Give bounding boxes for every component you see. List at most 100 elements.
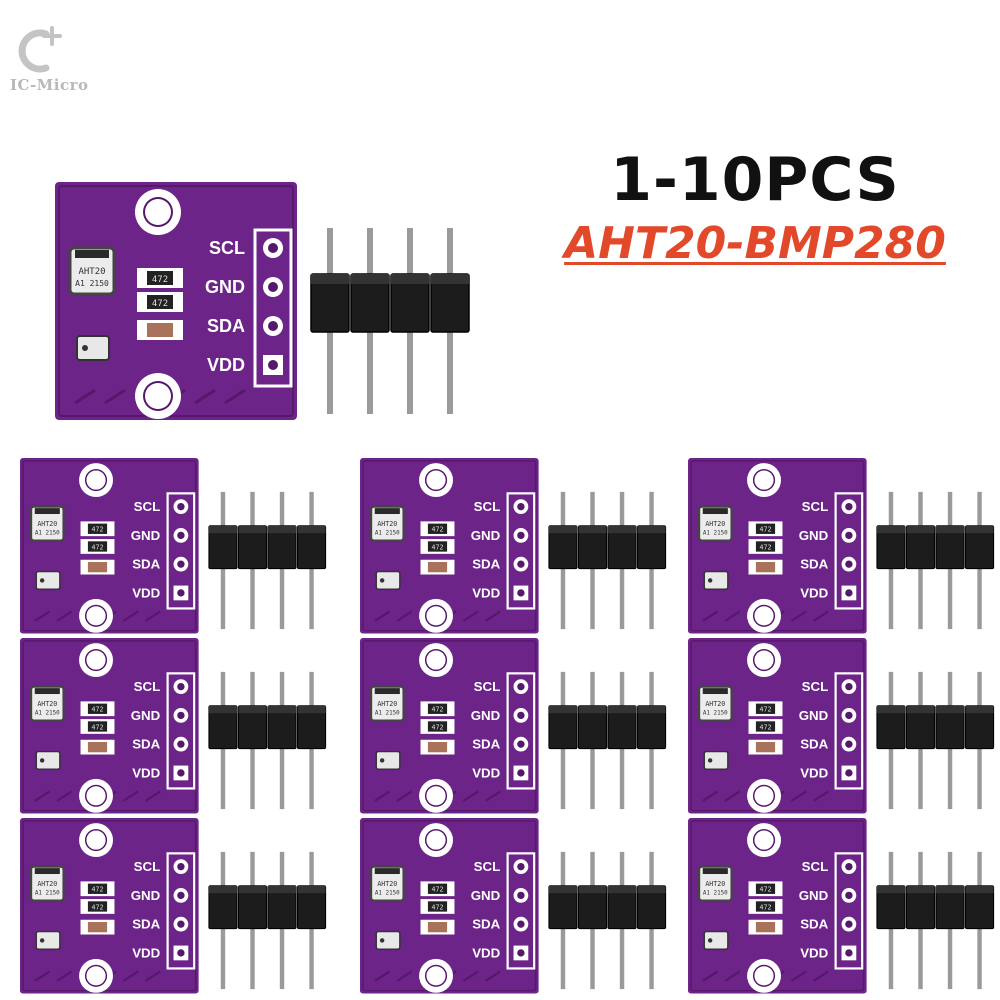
smd-resistor: 472 xyxy=(748,899,783,914)
pin-label-gnd: GND xyxy=(799,708,829,723)
pin-label-scl: SCL xyxy=(802,499,829,514)
smd-resistor: 472 xyxy=(748,701,783,717)
smd-capacitor xyxy=(748,559,783,575)
pin-label-vdd: VDD xyxy=(800,945,828,960)
pin-label-scl: SCL xyxy=(134,859,161,874)
pin-label-gnd: GND xyxy=(131,888,161,903)
pin-label-sda: SDA xyxy=(472,917,500,932)
smd-capacitor xyxy=(420,919,455,935)
svg-text:472: 472 xyxy=(92,886,104,894)
smd-capacitor xyxy=(80,919,115,935)
svg-text:472: 472 xyxy=(760,543,772,551)
smd-capacitor xyxy=(748,739,783,755)
smd-resistor: 472 xyxy=(80,521,115,537)
chip-marking-line1: AHT20 xyxy=(705,880,725,888)
bmp280-chip xyxy=(76,335,110,361)
smd-resistor: 472 xyxy=(80,701,115,717)
pin-label-vdd: VDD xyxy=(132,945,160,960)
pin-label-vdd: VDD xyxy=(132,585,160,600)
smd-resistor: 472 xyxy=(420,899,455,914)
pin-label-gnd: GND xyxy=(799,528,829,543)
pin-label-gnd: GND xyxy=(471,708,501,723)
aht20-chip: AHT20 A1 2150 xyxy=(29,505,65,542)
smd-resistor: 472 xyxy=(748,521,783,537)
chip-marking-line2: A1 2150 xyxy=(35,531,60,537)
pin-label-sda: SDA xyxy=(472,557,500,572)
pin-label-vdd: VDD xyxy=(800,765,828,780)
pin-label-sda: SDA xyxy=(132,737,160,752)
smd-capacitor xyxy=(80,559,115,575)
svg-text:472: 472 xyxy=(760,903,772,911)
bmp280-chip xyxy=(375,750,401,770)
smd-resistor: 472 xyxy=(748,539,783,554)
chip-marking-line2: A1 2150 xyxy=(375,711,400,717)
pin-label-sda: SDA xyxy=(472,737,500,752)
svg-text:472: 472 xyxy=(760,723,772,731)
pin-label-sda: SDA xyxy=(800,737,828,752)
smd-capacitor xyxy=(420,739,455,755)
chip-marking-line1: AHT20 xyxy=(705,700,725,708)
chip-marking-line2: A1 2150 xyxy=(35,891,60,897)
chip-marking-line1: AHT20 xyxy=(37,880,57,888)
pin-label-scl: SCL xyxy=(802,679,829,694)
bmp280-chip xyxy=(703,930,729,950)
bmp280-chip xyxy=(35,570,61,590)
model-label: AHT20-BMP280 xyxy=(564,218,946,269)
svg-text:472: 472 xyxy=(760,706,772,714)
svg-text:472: 472 xyxy=(92,706,104,714)
pin-header xyxy=(208,671,327,810)
pin-header xyxy=(208,851,327,990)
pin-header xyxy=(208,491,327,630)
sensor-module-graphic: AHT20 A1 2150 472 472 SCL GND SDA VDD xyxy=(688,637,995,814)
bmp280-chip xyxy=(703,750,729,770)
svg-text:472: 472 xyxy=(92,903,104,911)
bmp280-chip xyxy=(35,930,61,950)
brand-logo-icon xyxy=(18,26,62,73)
svg-text:472: 472 xyxy=(152,275,168,285)
pin-header xyxy=(310,228,470,414)
pin-header xyxy=(876,491,995,630)
pin-label-sda: SDA xyxy=(132,917,160,932)
chip-marking-line1: AHT20 xyxy=(705,520,725,528)
chip-marking-line2: A1 2150 xyxy=(375,531,400,537)
pin-label-scl: SCL xyxy=(474,679,501,694)
smd-resistor: 472 xyxy=(420,701,455,717)
pin-label-gnd: GND xyxy=(471,888,501,903)
chip-marking-line2: A1 2150 xyxy=(35,711,60,717)
svg-text:472: 472 xyxy=(432,526,444,534)
smd-resistor: 472 xyxy=(80,881,115,897)
smd-capacitor xyxy=(420,559,455,575)
svg-text:472: 472 xyxy=(760,526,772,534)
svg-text:472: 472 xyxy=(760,886,772,894)
pin-label-scl: SCL xyxy=(134,679,161,694)
pin-label-scl: SCL xyxy=(802,859,829,874)
smd-resistor: 472 xyxy=(137,292,183,312)
brand-logo xyxy=(8,22,118,102)
pin-header xyxy=(548,671,667,810)
svg-text:472: 472 xyxy=(432,886,444,894)
svg-text:472: 472 xyxy=(92,526,104,534)
pin-label-gnd: GND xyxy=(799,888,829,903)
pin-label-sda: SDA xyxy=(132,557,160,572)
pin-label-gnd: GND xyxy=(471,528,501,543)
smd-resistor: 472 xyxy=(80,899,115,914)
chip-marking-line2: A1 2150 xyxy=(703,711,728,717)
brand-name: IC-Micro xyxy=(10,76,89,94)
chip-marking-line1: AHT20 xyxy=(37,520,57,528)
